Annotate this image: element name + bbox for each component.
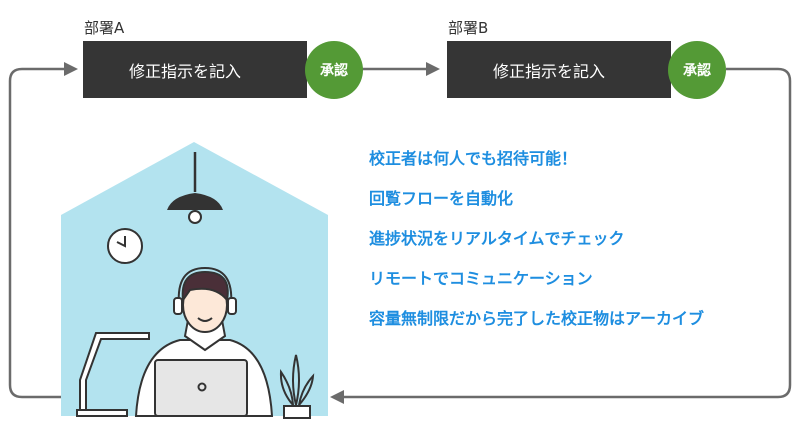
clock-icon [107, 228, 143, 264]
feature-item: 容量無制限だから完了した校正物はアーカイブ [369, 309, 705, 328]
department-b-action-box: 修正指示を記入 [447, 41, 671, 98]
department-b-label: 部署B [448, 19, 489, 37]
arrowhead-to-b-icon [426, 62, 440, 76]
loop-right-line [342, 67, 792, 399]
feature-item: 進捗状況をリアルタイムでチェック [369, 229, 625, 248]
feature-item: リモートでコミュニケーション [369, 269, 593, 288]
laptop-icon [154, 359, 248, 417]
department-a-label: 部署A [84, 19, 125, 37]
department-a-action-label: 修正指示を記入 [128, 61, 241, 81]
feature-list: 校正者は何人でも招待可能！ 回覧フローを自動化 進捗状況をリアルタイムでチェック… [369, 148, 704, 348]
flow-lines [8, 67, 792, 399]
loop-left-line [8, 67, 66, 399]
feature-item: 校正者は何人でも招待可能！ [369, 149, 578, 168]
department-b-approve-badge: 承認 [668, 41, 726, 99]
department-a-action-box: 修正指示を記入 [83, 41, 307, 98]
desk-lamp-icon [76, 332, 150, 417]
plant-icon [279, 354, 315, 419]
feature-item: 回覧フローを自動化 [369, 189, 514, 208]
department-a-approve-badge: 承認 [305, 41, 363, 99]
ceiling-lamp-icon [167, 152, 223, 224]
remote-worker-illustration [61, 142, 328, 419]
department-b-action-label: 修正指示を記入 [492, 61, 605, 81]
arrowhead-to-house-icon [330, 390, 344, 404]
arrowhead-to-a-icon [64, 62, 78, 76]
